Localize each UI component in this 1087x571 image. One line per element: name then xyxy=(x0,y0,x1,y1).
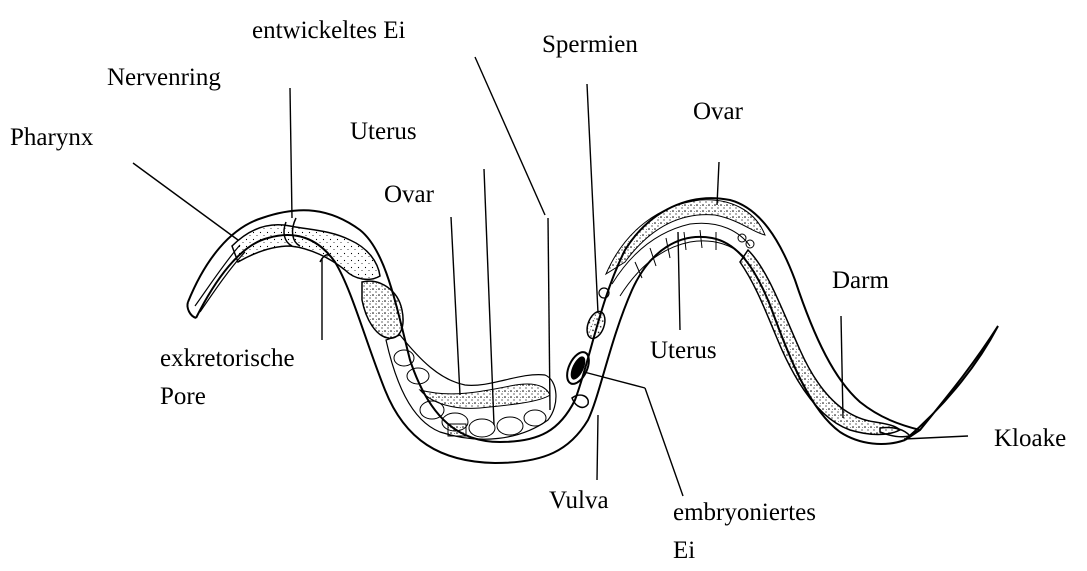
label-pharynx: Pharynx xyxy=(10,123,93,152)
leader-vulva xyxy=(597,415,598,480)
leader-embryoniertes-2 xyxy=(645,388,683,496)
leader-spermien xyxy=(587,84,598,313)
leader-kloake xyxy=(904,436,968,439)
leader-darm xyxy=(841,316,843,418)
leader-pharynx xyxy=(133,163,238,240)
ovary-stipple-left xyxy=(420,384,550,408)
label-uterus-right: Uterus xyxy=(650,336,717,365)
label-ovar-right: Ovar xyxy=(693,97,743,126)
checkered-cells xyxy=(448,424,466,436)
leader-nervenring xyxy=(290,88,292,218)
label-exkretorische-pore-line1: exkretorische xyxy=(160,344,295,373)
label-spermien: Spermien xyxy=(542,30,638,59)
label-uterus-top: Uterus xyxy=(350,117,417,146)
leader-uterus-top xyxy=(484,169,494,425)
leader-entwickeltes-ei-2 xyxy=(548,218,550,410)
label-ovar-left: Ovar xyxy=(384,180,434,209)
pharyngeal-bulb xyxy=(362,281,403,338)
spermatheca-shape xyxy=(584,309,609,341)
label-darm: Darm xyxy=(832,266,889,295)
label-embryoniertes-ei-line1: embryoniertes xyxy=(673,498,816,527)
head-tip xyxy=(187,302,196,318)
label-entwickeltes-ei: entwickeltes Ei xyxy=(252,16,405,45)
label-kloake: Kloake xyxy=(994,424,1066,453)
pharynx-shape xyxy=(232,225,380,280)
tail-shape xyxy=(905,326,998,440)
label-vulva: Vulva xyxy=(549,486,609,515)
leader-embryoniertes xyxy=(584,372,645,388)
label-embryoniertes-ei-line2: Ei xyxy=(673,536,695,565)
leader-ovar-left xyxy=(451,217,460,395)
label-nervenring: Nervenring xyxy=(107,63,221,92)
leader-uterus-right xyxy=(678,232,680,330)
label-exkretorische-pore-line2: Pore xyxy=(160,382,206,411)
